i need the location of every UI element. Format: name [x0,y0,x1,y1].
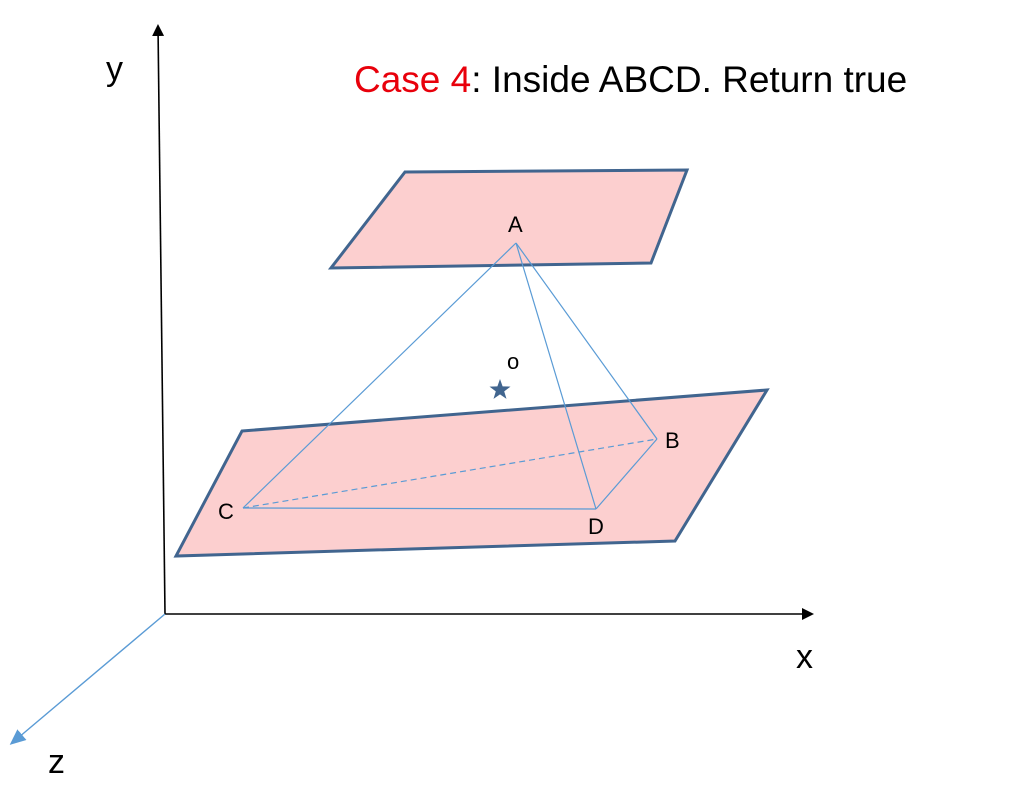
upper-plane [327,168,690,270]
point-a-label: A [508,212,523,237]
edge-ad [515,242,597,510]
edge-ab [515,242,658,440]
lower-plane [173,388,770,558]
edge-cd [242,507,597,510]
edge-db [595,438,658,510]
case-label: Case 4 [354,59,471,100]
z-axis-label: z [48,743,65,781]
point-o-label: o [507,349,519,374]
y-axis [152,24,166,615]
z-axis [9,613,166,745]
y-axis-label: y [106,50,123,88]
x-axis-label: x [796,638,813,676]
case-message: : Inside ABCD. Return true [471,59,907,100]
point-c-label: C [218,499,234,524]
edge-ac [242,242,517,509]
case-title: Case 4: Inside ABCD. Return true [354,59,907,100]
point-d-label: D [588,514,604,539]
point-o-star-icon [489,379,511,399]
point-b-label: B [665,428,680,453]
